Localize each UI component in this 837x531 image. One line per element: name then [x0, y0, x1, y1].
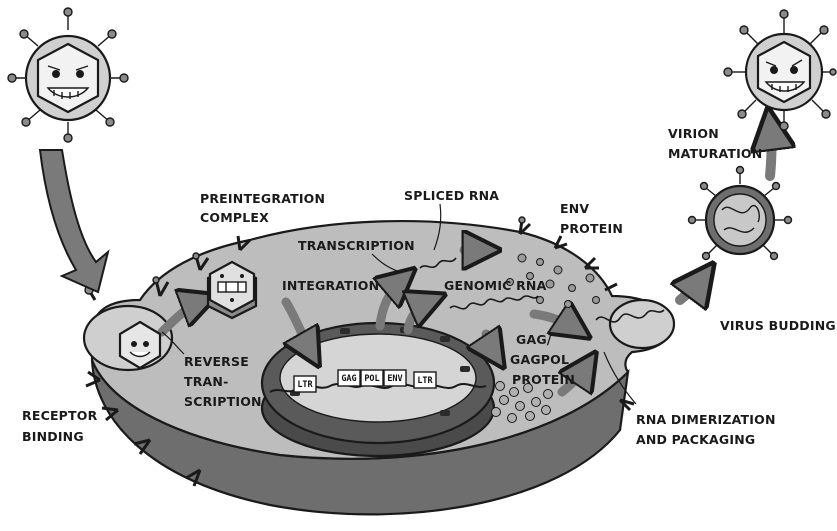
- gene-gag: GAG: [338, 370, 360, 386]
- entry-arrow: [40, 150, 108, 292]
- label-virion-maturation-2: MATURATION: [668, 146, 762, 161]
- label-transcription: TRANSCRIPTION: [298, 238, 415, 253]
- maturation-arrow: [770, 124, 772, 176]
- svg-text:LTR: LTR: [297, 380, 313, 390]
- label-gag-1: GAG/: [516, 332, 552, 347]
- label-genomic-rna: GENOMIC RNA: [444, 278, 547, 293]
- label-integration: INTEGRATION: [282, 278, 379, 293]
- svg-text:POL: POL: [364, 374, 379, 384]
- gene-ltr-right: LTR: [414, 372, 436, 388]
- label-virus-budding: VIRUS BUDDING: [720, 318, 836, 333]
- label-preintegration-1: PREINTEGRATION: [200, 191, 325, 206]
- nucleus: LTR GAG POL ENV LTR: [262, 323, 494, 456]
- svg-text:LTR: LTR: [417, 376, 433, 386]
- preintegration-complex-core: [208, 262, 256, 318]
- gene-ltr-left: LTR: [294, 376, 316, 392]
- budding-lobe: [610, 300, 674, 348]
- label-rna-dimerization-2: AND PACKAGING: [636, 432, 755, 447]
- label-rna-dimerization-1: RNA DIMERIZATION: [636, 412, 776, 427]
- label-gag-2: GAGPOL: [510, 352, 569, 367]
- label-receptor-binding-1: RECEPTOR: [22, 408, 98, 423]
- gene-env: ENV: [384, 370, 406, 386]
- svg-text:GAG: GAG: [341, 374, 356, 384]
- gene-pol: POL: [361, 370, 383, 386]
- label-reverse-transcription-3: SCRIPTION: [184, 394, 262, 409]
- svg-text:ENV: ENV: [387, 374, 402, 384]
- label-receptor-binding-2: BINDING: [22, 429, 84, 444]
- label-env-protein-2: PROTEIN: [560, 221, 623, 236]
- label-preintegration-2: COMPLEX: [200, 210, 269, 225]
- label-reverse-transcription-2: TRAN-: [184, 374, 228, 389]
- label-virion-maturation-1: VIRION: [668, 126, 719, 141]
- label-gag-3: PROTEIN: [512, 372, 575, 387]
- budding-arrow: [680, 276, 704, 300]
- label-spliced-rna: SPLICED RNA: [404, 188, 499, 203]
- incoming-virus: [8, 8, 128, 142]
- mature-virus: [724, 10, 836, 130]
- label-env-protein-1: ENV: [560, 201, 589, 216]
- budding-virus: [689, 167, 792, 260]
- label-reverse-transcription-1: REVERSE: [184, 354, 249, 369]
